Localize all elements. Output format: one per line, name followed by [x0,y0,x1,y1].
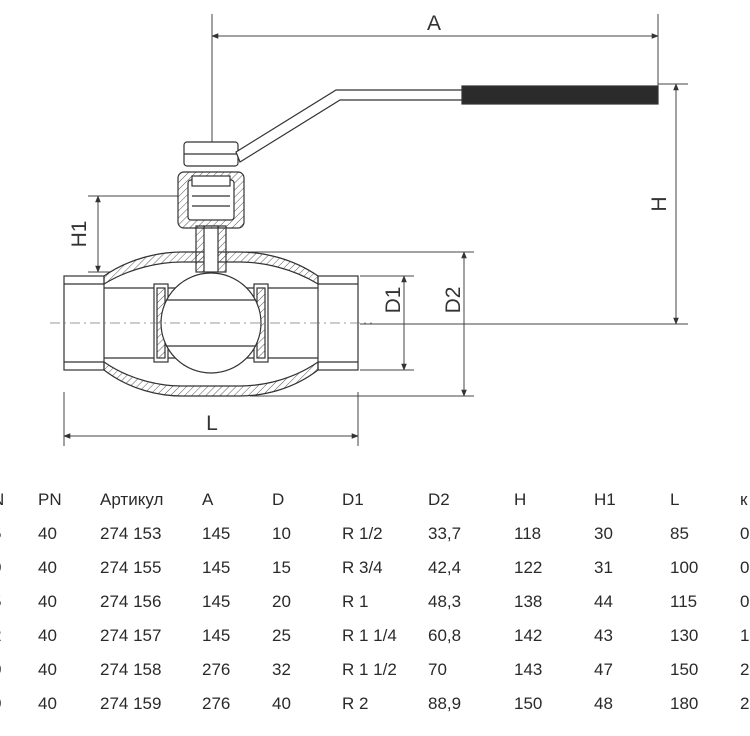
table-header-d2: D2 [428,490,450,509]
table-header-h1: H1 [594,490,616,509]
table-header-pn: PN [38,490,62,509]
table-cell-l: 130 [670,626,699,645]
table-cell-h1: 47 [594,660,613,679]
dimension-lines [63,14,688,446]
table-cell-h: 118 [514,524,542,543]
dimension-labels: A L H H1 D D1 D2 [68,12,671,435]
table-header-d: D [272,490,285,509]
table-cell-d2: 33,7 [428,524,462,543]
table-cell-dn: 0 [0,558,1,578]
ball-valve-drawing: A L H H1 D D1 D2 [50,12,688,446]
table-cell-pn: 40 [38,524,57,543]
table-cell-d2: 42,4 [428,558,462,577]
table-cell-pn: 40 [38,558,57,577]
table-cell-a: 145 [202,592,231,611]
table-cell-h: 138 [514,592,543,611]
table-header-article: Артикул [100,490,164,509]
table-cell-d2: 88,9 [428,694,462,713]
table-cell-h: 150 [514,694,543,713]
table-cell-a: 276 [202,660,231,679]
table-cell-h1: 31 [594,558,613,577]
table-header-l: L [670,490,680,509]
table-header-dn: N [0,490,4,510]
table-cell-h: 142 [514,626,543,645]
table-cell-article: 274 158 [100,660,162,679]
table-cell-d1: R 1/2 [342,524,383,543]
body-wall-upper [103,251,319,286]
table-cell-d1: R 3/4 [342,558,383,577]
table-cell-pn: 40 [38,694,57,713]
table-cell-d1: R 1 1/2 [342,660,397,679]
table-cell-k: 2 [740,660,750,679]
table-cell-d: 20 [272,592,291,611]
valve-body [63,251,359,397]
table-header-h: H [514,490,527,509]
table-cell-a: 145 [202,524,231,543]
dim-label-d2: D2 [442,287,465,314]
table-cell-a: 276 [202,694,231,713]
table-cell-h: 122 [514,558,543,577]
table-cell-k: 0 [740,558,750,577]
table-cell-h: 143 [514,660,543,679]
table-cell-a: 145 [202,558,231,577]
table-cell-article: 274 159 [100,694,162,713]
table-cell-k: 2 [740,694,750,713]
table-cell-k: 0 [740,524,750,543]
dim-label-h1: H1 [68,221,91,248]
table-cell-d: 10 [272,524,291,543]
table-cell-h1: 43 [594,626,613,645]
table-header-k: к [740,490,748,509]
table-cell-h1: 44 [594,592,613,611]
table-cell-l: 150 [670,660,699,679]
lever-handle [235,85,659,163]
dim-label-h: H [648,196,671,211]
table-cell-dn: 5 [0,524,1,544]
table-cell-h1: 30 [594,524,613,543]
table-cell-dn: 0 [0,660,1,680]
table-cell-k: 0 [740,592,750,611]
lever-grip [461,85,659,105]
table-cell-article: 274 157 [100,626,162,645]
valve-stem [177,141,245,273]
body-wall-lower [103,360,319,397]
table-cell-h1: 48 [594,694,613,713]
table-cell-d2: 60,8 [428,626,462,645]
table-cell-article: 274 156 [100,592,162,611]
table-cell-d1: R 2 [342,694,369,713]
table-cell-pn: 40 [38,592,57,611]
table-cell-l: 115 [670,592,698,611]
table-cell-d: 25 [272,626,291,645]
table-cell-article: 274 155 [100,558,162,577]
table-cell-dn: 0 [0,694,1,714]
table-cell-d2: 48,3 [428,592,462,611]
table-cell-d: 40 [272,694,291,713]
table-cell-k: 1 [740,626,750,645]
table-header-a: A [202,490,214,509]
table-cell-dn: 5 [0,592,1,612]
table-cell-d1: R 1 1/4 [342,626,397,645]
dim-label-l: L [206,412,218,435]
table-cell-d: 15 [272,558,291,577]
dim-label-d1: D1 [382,287,405,314]
table-cell-a: 145 [202,626,231,645]
dim-label-a: A [427,12,441,35]
table-cell-article: 274 153 [100,524,162,543]
table-cell-d1: R 1 [342,592,369,611]
table-header-d1: D1 [342,490,364,509]
table-cell-d: 32 [272,660,291,679]
table-cell-l: 100 [670,558,699,577]
table-cell-pn: 40 [38,660,57,679]
table-cell-dn: 2 [0,626,1,646]
table-cell-l: 85 [670,524,689,543]
table-cell-l: 180 [670,694,699,713]
table-cell-pn: 40 [38,626,57,645]
table-cell-d2: 70 [428,660,447,679]
